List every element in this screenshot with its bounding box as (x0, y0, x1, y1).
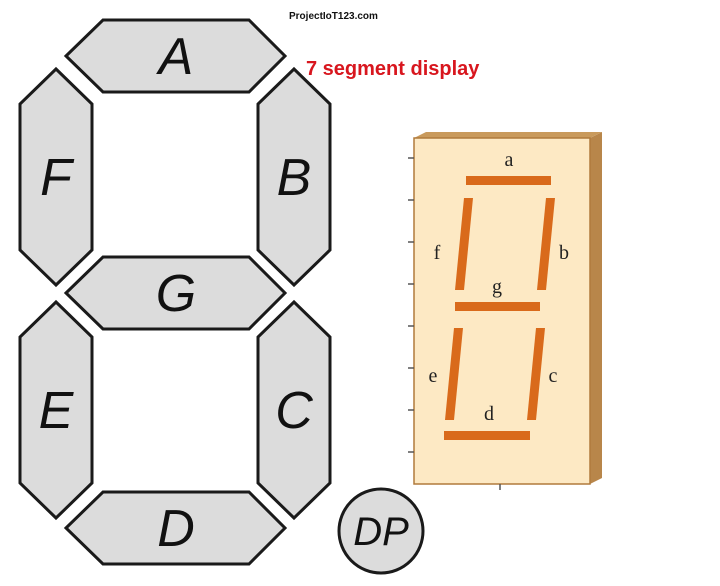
small-segment-d (444, 431, 530, 440)
small-label-c: c (549, 365, 558, 387)
segment-g-label: G (156, 265, 196, 323)
segment-f-label: F (40, 149, 75, 207)
segment-a-label: A (156, 28, 194, 86)
display-pins (408, 157, 501, 490)
segment-c-label: C (275, 382, 313, 440)
small-label-a: a (505, 149, 514, 171)
small-segment-e (445, 328, 463, 420)
small-label-e: e (429, 365, 438, 387)
segment-c (256, 299, 332, 521)
small-label-d: d (484, 403, 494, 425)
small-segment-c (527, 328, 545, 420)
display-frame-top (414, 132, 602, 138)
decimal-point (337, 487, 425, 575)
segment-b-label: B (277, 149, 312, 207)
segment-e-label: E (39, 382, 75, 440)
small-segment-g (455, 302, 540, 311)
segment-b (256, 66, 332, 288)
segment-d-label: D (157, 500, 195, 558)
small-segment-f (455, 198, 473, 290)
small-label-f: f (434, 242, 441, 264)
segment-d (63, 490, 288, 566)
small-label-b: b (559, 242, 569, 264)
display-frame-side (590, 132, 602, 484)
decimal-point-label: DP (353, 510, 409, 554)
watermark: ProjectIoT123.com (289, 11, 378, 22)
segment-e (18, 299, 94, 521)
small-label-g: g (492, 276, 502, 298)
small-segment-a (466, 176, 551, 185)
small-seven-segment-display: a b c d e f g (408, 132, 602, 490)
segment-a (63, 18, 288, 94)
small-segment-b (537, 198, 555, 290)
segment-g (63, 255, 288, 331)
diagram-title: 7 segment display (306, 58, 480, 80)
large-seven-segment-display: A B C D E F G DP (18, 18, 425, 575)
segment-f (18, 66, 94, 288)
